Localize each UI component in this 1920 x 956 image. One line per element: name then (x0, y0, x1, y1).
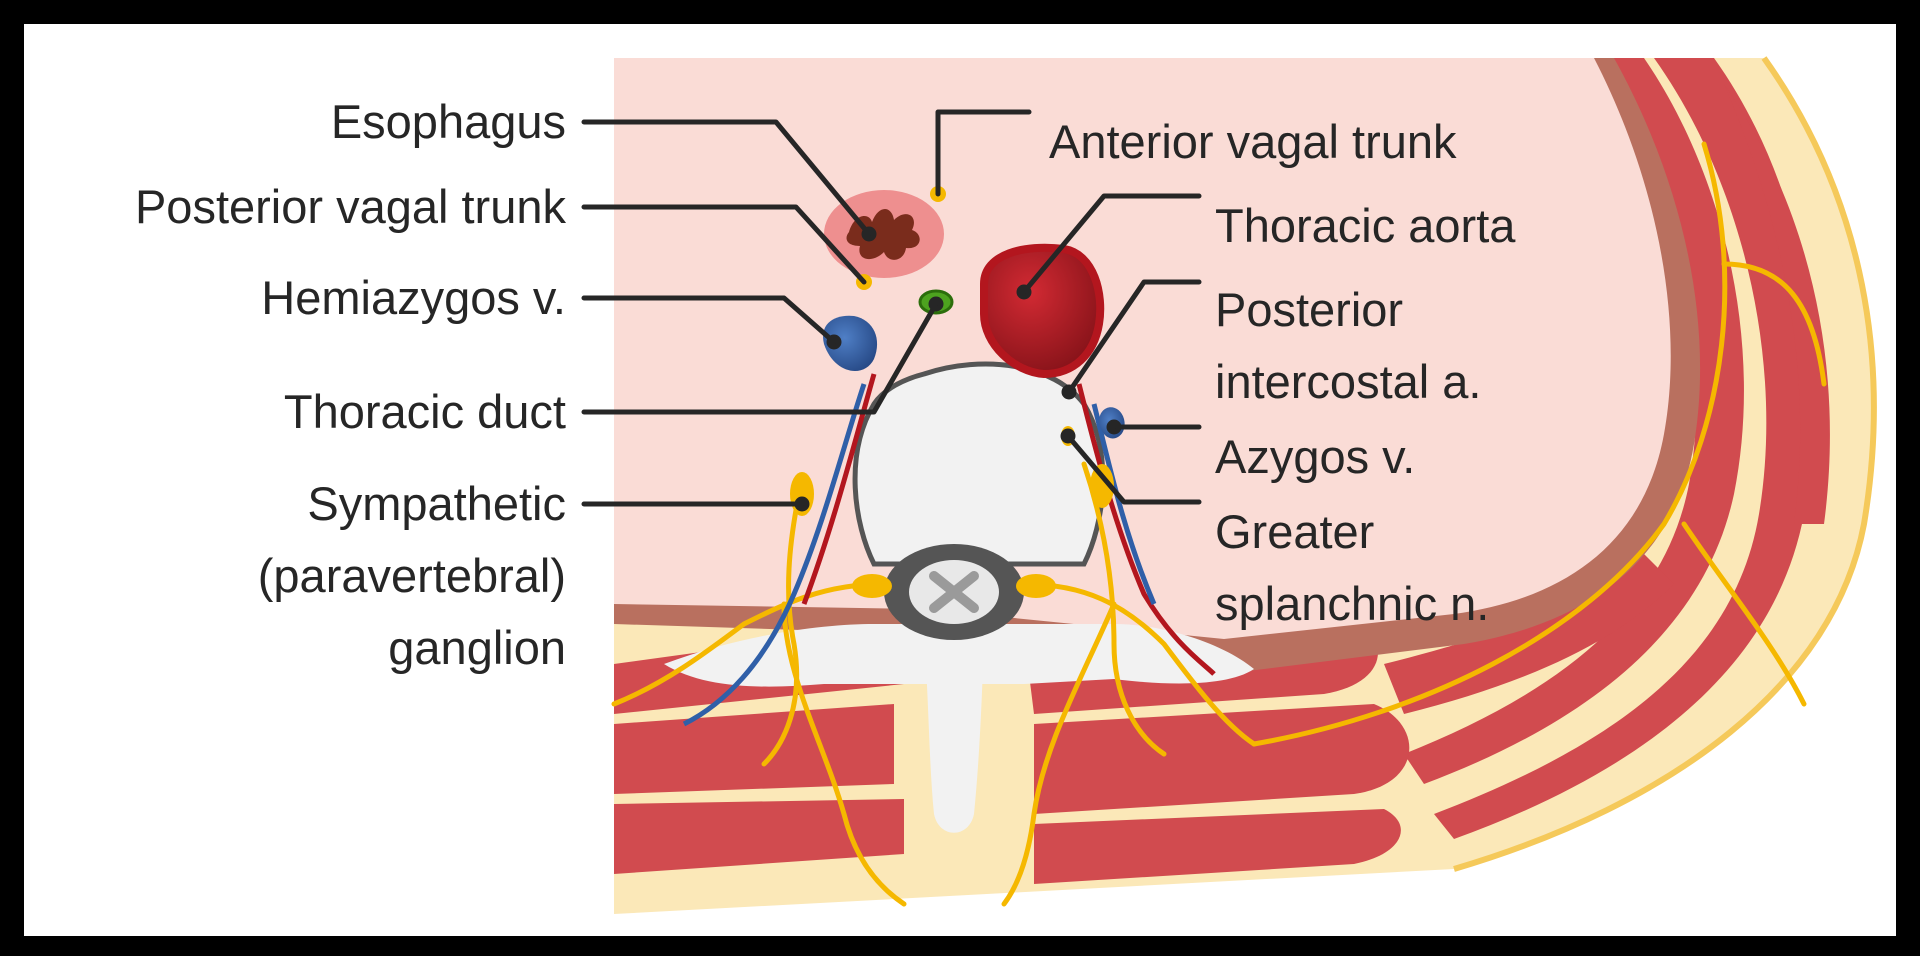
spinal-ganglion-left (852, 574, 892, 598)
intercostal-nerve-right (1021, 581, 1257, 747)
leader-hemiazygos (581, 295, 837, 345)
sympathetic-trunk-right (1081, 461, 1167, 757)
label-posterior-vagal-trunk: Posterior vagal trunk (134, 180, 566, 233)
leader-posterior-intercostal-dot (1061, 384, 1077, 400)
paravertebral-vessels (682, 373, 1216, 727)
leader-esophagus (581, 119, 872, 237)
esophagus (824, 190, 944, 278)
lateral-branch-3 (1681, 521, 1807, 707)
label-greater-splanchnic-1: Greater (1215, 505, 1375, 558)
back-muscle-left-3 (614, 799, 904, 874)
label-greater-splanchnic-2: splanchnic n. (1215, 577, 1490, 630)
label-esophagus: Esophagus (330, 95, 566, 148)
leader-sympathetic-dot (794, 496, 810, 512)
leader-thoracic-duct-dot (928, 296, 944, 312)
label-thoracic-aorta: Thoracic aorta (1215, 199, 1516, 252)
label-posterior-intercostal-1: Posterior (1215, 283, 1404, 336)
skin-edge (1453, 56, 1877, 872)
hemiazygos-vein-shape (823, 315, 878, 371)
thoracic-aorta (980, 243, 1105, 379)
back-muscle-right-3 (1034, 809, 1401, 884)
posterior-intercostal-artery (1076, 383, 1216, 676)
sympathetic-ganglion-right (1090, 464, 1114, 508)
lateral-intercostal-nerve (1251, 141, 1728, 747)
leader-lines (581, 109, 1202, 512)
leader-azygos-dot (1106, 419, 1122, 435)
thoracic-cross-section-illustration (581, 56, 1877, 914)
leader-posterior-intercostal (1066, 279, 1202, 395)
label-anterior-vagal-trunk: Anterior vagal trunk (1049, 115, 1457, 168)
leader-posterior-vagal (581, 204, 867, 285)
left-nerve-branch (781, 601, 907, 907)
intercostal-vein-right (1091, 403, 1157, 605)
intercostal-artery-left (801, 373, 877, 605)
figure-frame: Esophagus Posterior vagal trunk Hemiazyg… (24, 24, 1896, 936)
label-sympathetic-ganglion-1: Sympathetic (307, 477, 566, 530)
intercostal-vein-left (682, 383, 867, 727)
leader-greater-splanchnic (1065, 433, 1202, 505)
label-thoracic-duct: Thoracic duct (283, 385, 566, 438)
right-nerve-branch (1001, 601, 1117, 907)
leader-esophagus-dot (861, 226, 877, 242)
label-azygos-v: Azygos v. (1215, 430, 1416, 483)
vertebra (664, 361, 1254, 833)
label-sympathetic-ganglion-2: (paravertebral) (257, 549, 566, 602)
spinous-process (924, 634, 984, 833)
label-hemiazygos-v: Hemiazygos v. (261, 271, 566, 324)
sympathetic-trunk-left (761, 491, 802, 767)
lateral-muscle-2 (1434, 58, 1816, 839)
leader-thoracic-aorta (1021, 193, 1202, 295)
esophagus-lumen (846, 209, 920, 260)
leader-thoracic-aorta-dot (1016, 284, 1032, 300)
label-sympathetic-ganglion-3: ganglion (388, 621, 566, 674)
leader-hemiazygos-dot (826, 334, 842, 350)
nerves (611, 141, 1827, 907)
back-muscle-left-2 (614, 704, 894, 794)
lateral-branch-2 (1721, 261, 1827, 387)
leader-anterior-vagal (935, 109, 1032, 197)
leader-thoracic-duct (581, 301, 939, 415)
spinal-ganglion-right (1016, 574, 1056, 598)
lateral-muscle-1 (1404, 58, 1744, 784)
lateral-muscle-3 (1724, 84, 1830, 524)
label-posterior-intercostal-2: intercostal a. (1215, 355, 1482, 408)
intercostal-nerve-left (611, 581, 887, 707)
grey-matter (929, 571, 979, 613)
leader-greater-splanchnic-dot (1060, 428, 1076, 444)
